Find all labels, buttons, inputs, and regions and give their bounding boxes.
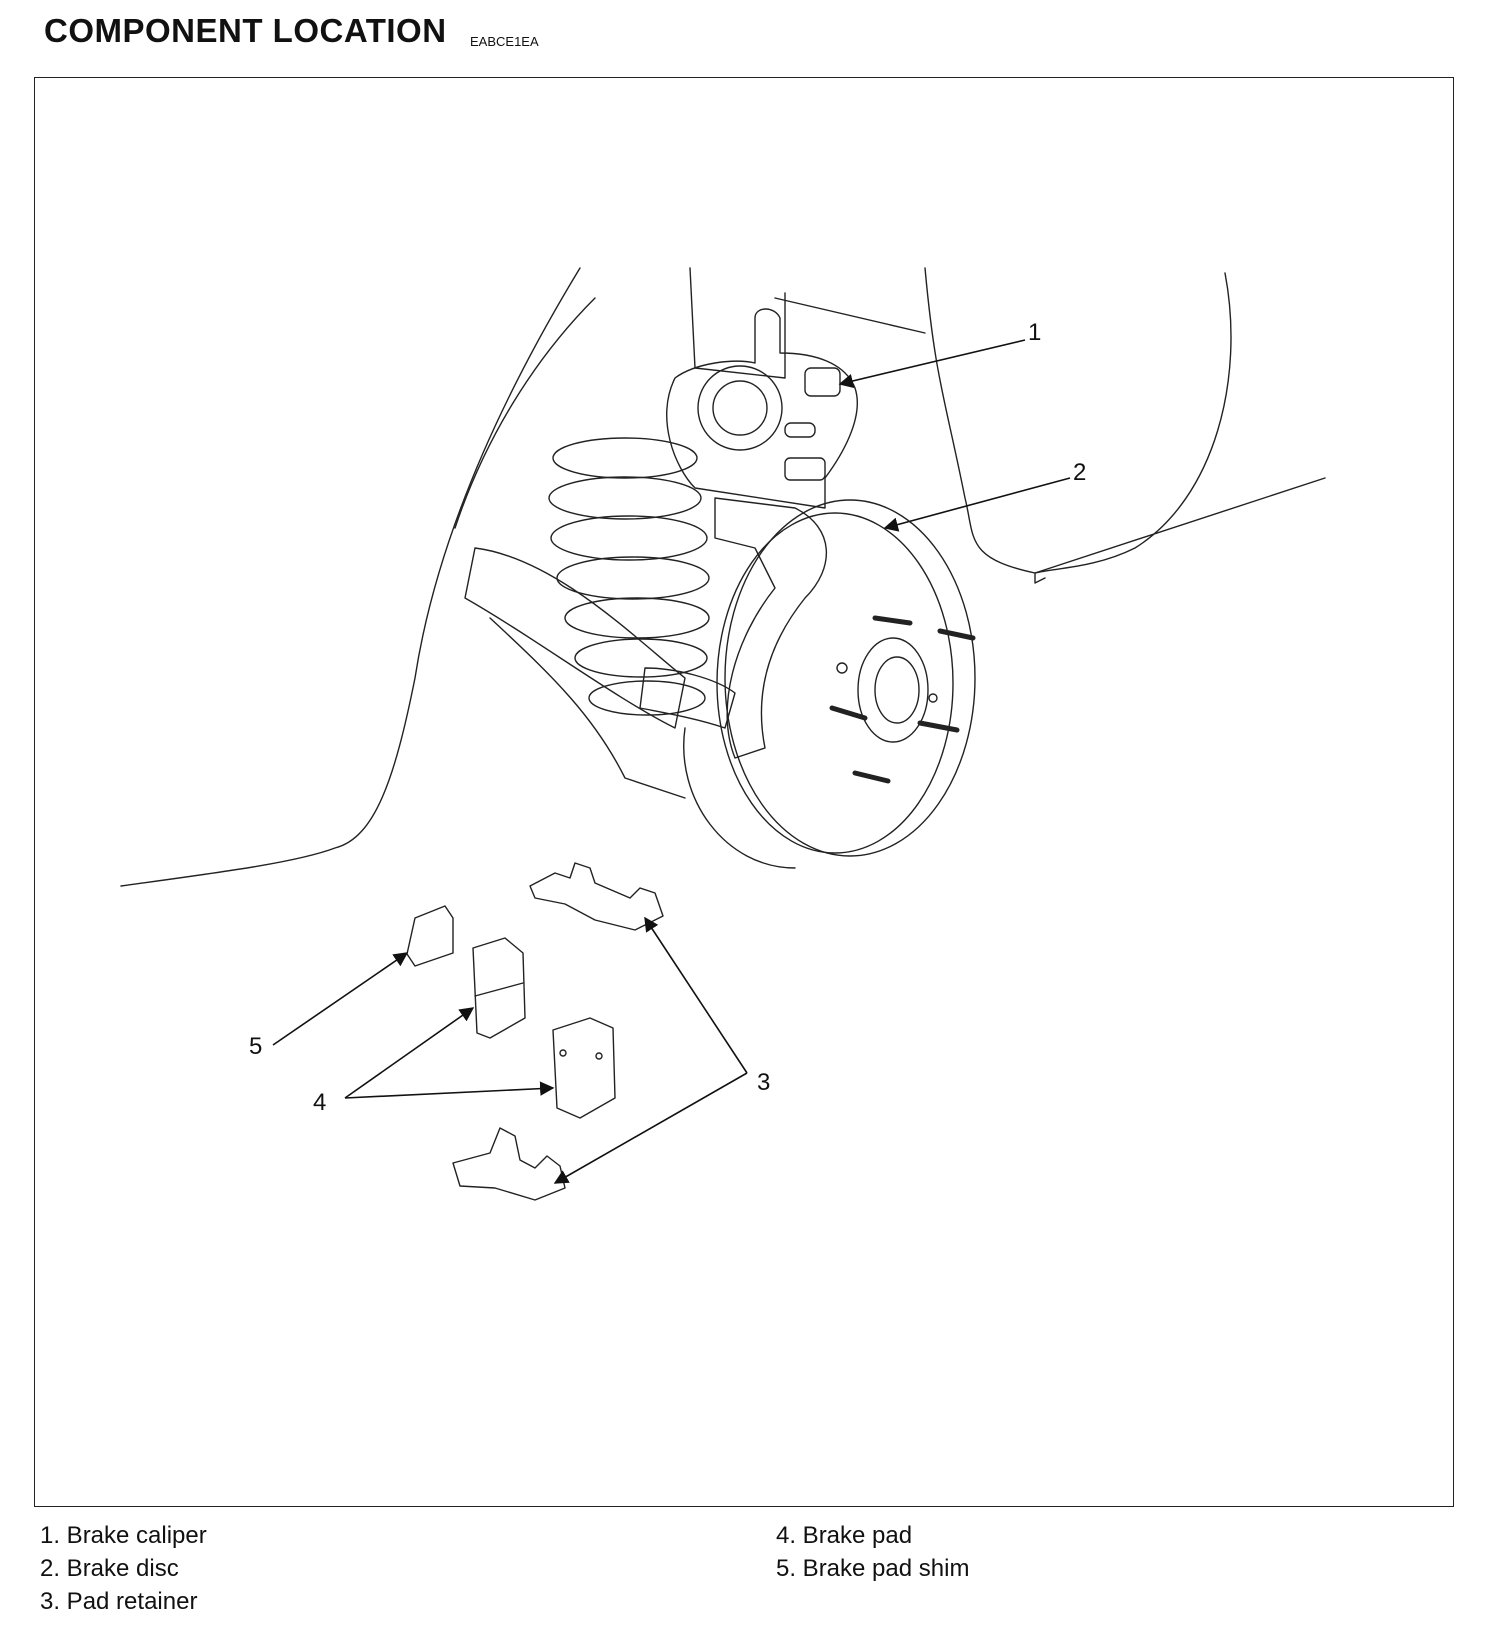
caliper-bracket [714,497,827,759]
leader-line-3a [644,916,748,1074]
callout-2: 2 [1073,459,1086,486]
page-title: COMPONENT LOCATION [44,12,447,49]
document-code: EABCE1EA [470,34,539,49]
brake-assembly-illustration: 1 2 3 4 5 [120,267,1326,1201]
leader-line-3b [553,1072,748,1184]
diagram-frame: 1 2 3 4 5 [34,77,1454,1507]
fender-lip [1034,272,1232,584]
fender-outline [924,267,1326,574]
pad-retainer-upper [529,862,664,931]
legend-item-brake-pad: 4. Brake pad [776,1522,913,1549]
coil-spring [548,437,710,716]
legend-item-brake-pad-shim: 5. Brake pad shim [776,1555,970,1582]
pad-retainer-lower [452,1127,566,1201]
leader-line-5 [272,952,409,1046]
legend-item-pad-retainer: 3. Pad retainer [40,1588,198,1615]
leader-line-1 [838,339,1026,389]
brake-pad-shape-1 [472,937,526,1039]
brake-caliper-shape [666,308,858,509]
leader-line-4b [344,1081,555,1099]
brake-disc-shape [683,499,976,869]
brake-pad-shim-shape [406,905,454,967]
callout-5: 5 [249,1033,262,1060]
body-panel-outline [120,267,581,887]
leader-line-2 [883,477,1071,532]
legend-item-brake-caliper: 1. Brake caliper [40,1522,207,1549]
callout-1: 1 [1028,319,1041,346]
legend-item-brake-disc: 2. Brake disc [40,1555,179,1582]
callout-3: 3 [757,1069,770,1096]
strut-tower [689,267,926,379]
leader-line-4a [344,1007,475,1099]
brake-pad-shape-2 [552,1017,616,1119]
inner-arch-outline [454,297,596,529]
lower-control-arm [464,547,686,729]
callout-4: 4 [313,1089,326,1116]
